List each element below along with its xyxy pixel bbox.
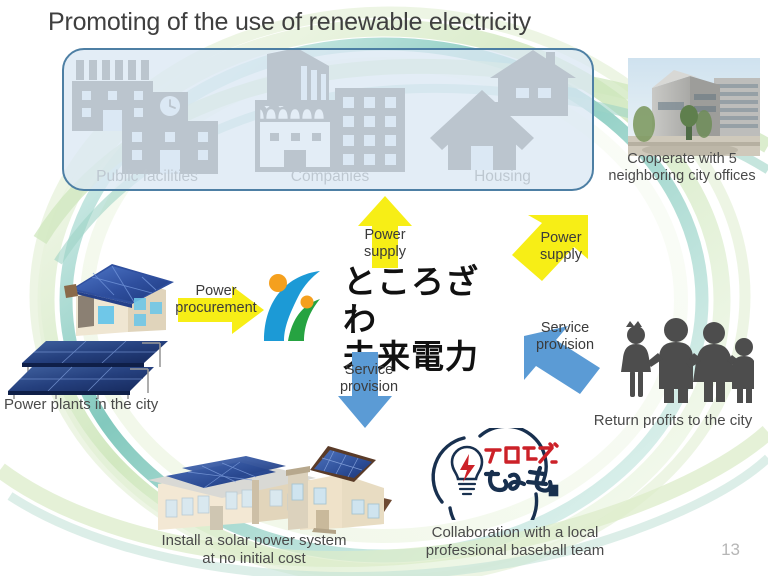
lions-collaboration-caption: Collaboration with a local professional … [425, 524, 605, 559]
service-provision-diagonal-label: Service provision [535, 320, 595, 353]
solar-roof-house-illustration [64, 264, 174, 336]
logo-mark-icon [264, 271, 320, 341]
lions-denki-logo [424, 424, 562, 547]
consumer-categories-box [62, 48, 594, 191]
logo-text-line1: ところざわ [343, 262, 479, 339]
service-provision-down-label: Service provision [339, 362, 399, 395]
city-office-photo-caption: Cooperate with 5 neighboring city office… [608, 151, 756, 185]
power-plants-caption: Power plants in the city [4, 396, 159, 413]
return-profits-caption: Return profits to the city [593, 412, 753, 429]
slide-title: Promoting of the use of renewable electr… [48, 8, 531, 36]
family-of-four-icon [614, 315, 756, 405]
page-number: 13 [721, 540, 740, 559]
solar-install-caption: Install a solar power system at no initi… [161, 532, 347, 567]
tokorozawa-mirai-denryoku-logo: ところざわ未来電力 [258, 262, 508, 376]
power-supply-up-label: Power supply [364, 227, 406, 260]
power-supply-diagonal-label: Power supply [540, 230, 582, 263]
ground-solar-array-illustration [8, 340, 168, 399]
city-office-photo [628, 58, 760, 156]
solar-roof-home-illustration [286, 446, 392, 534]
power-procurement-label: Power procurement [175, 283, 257, 316]
